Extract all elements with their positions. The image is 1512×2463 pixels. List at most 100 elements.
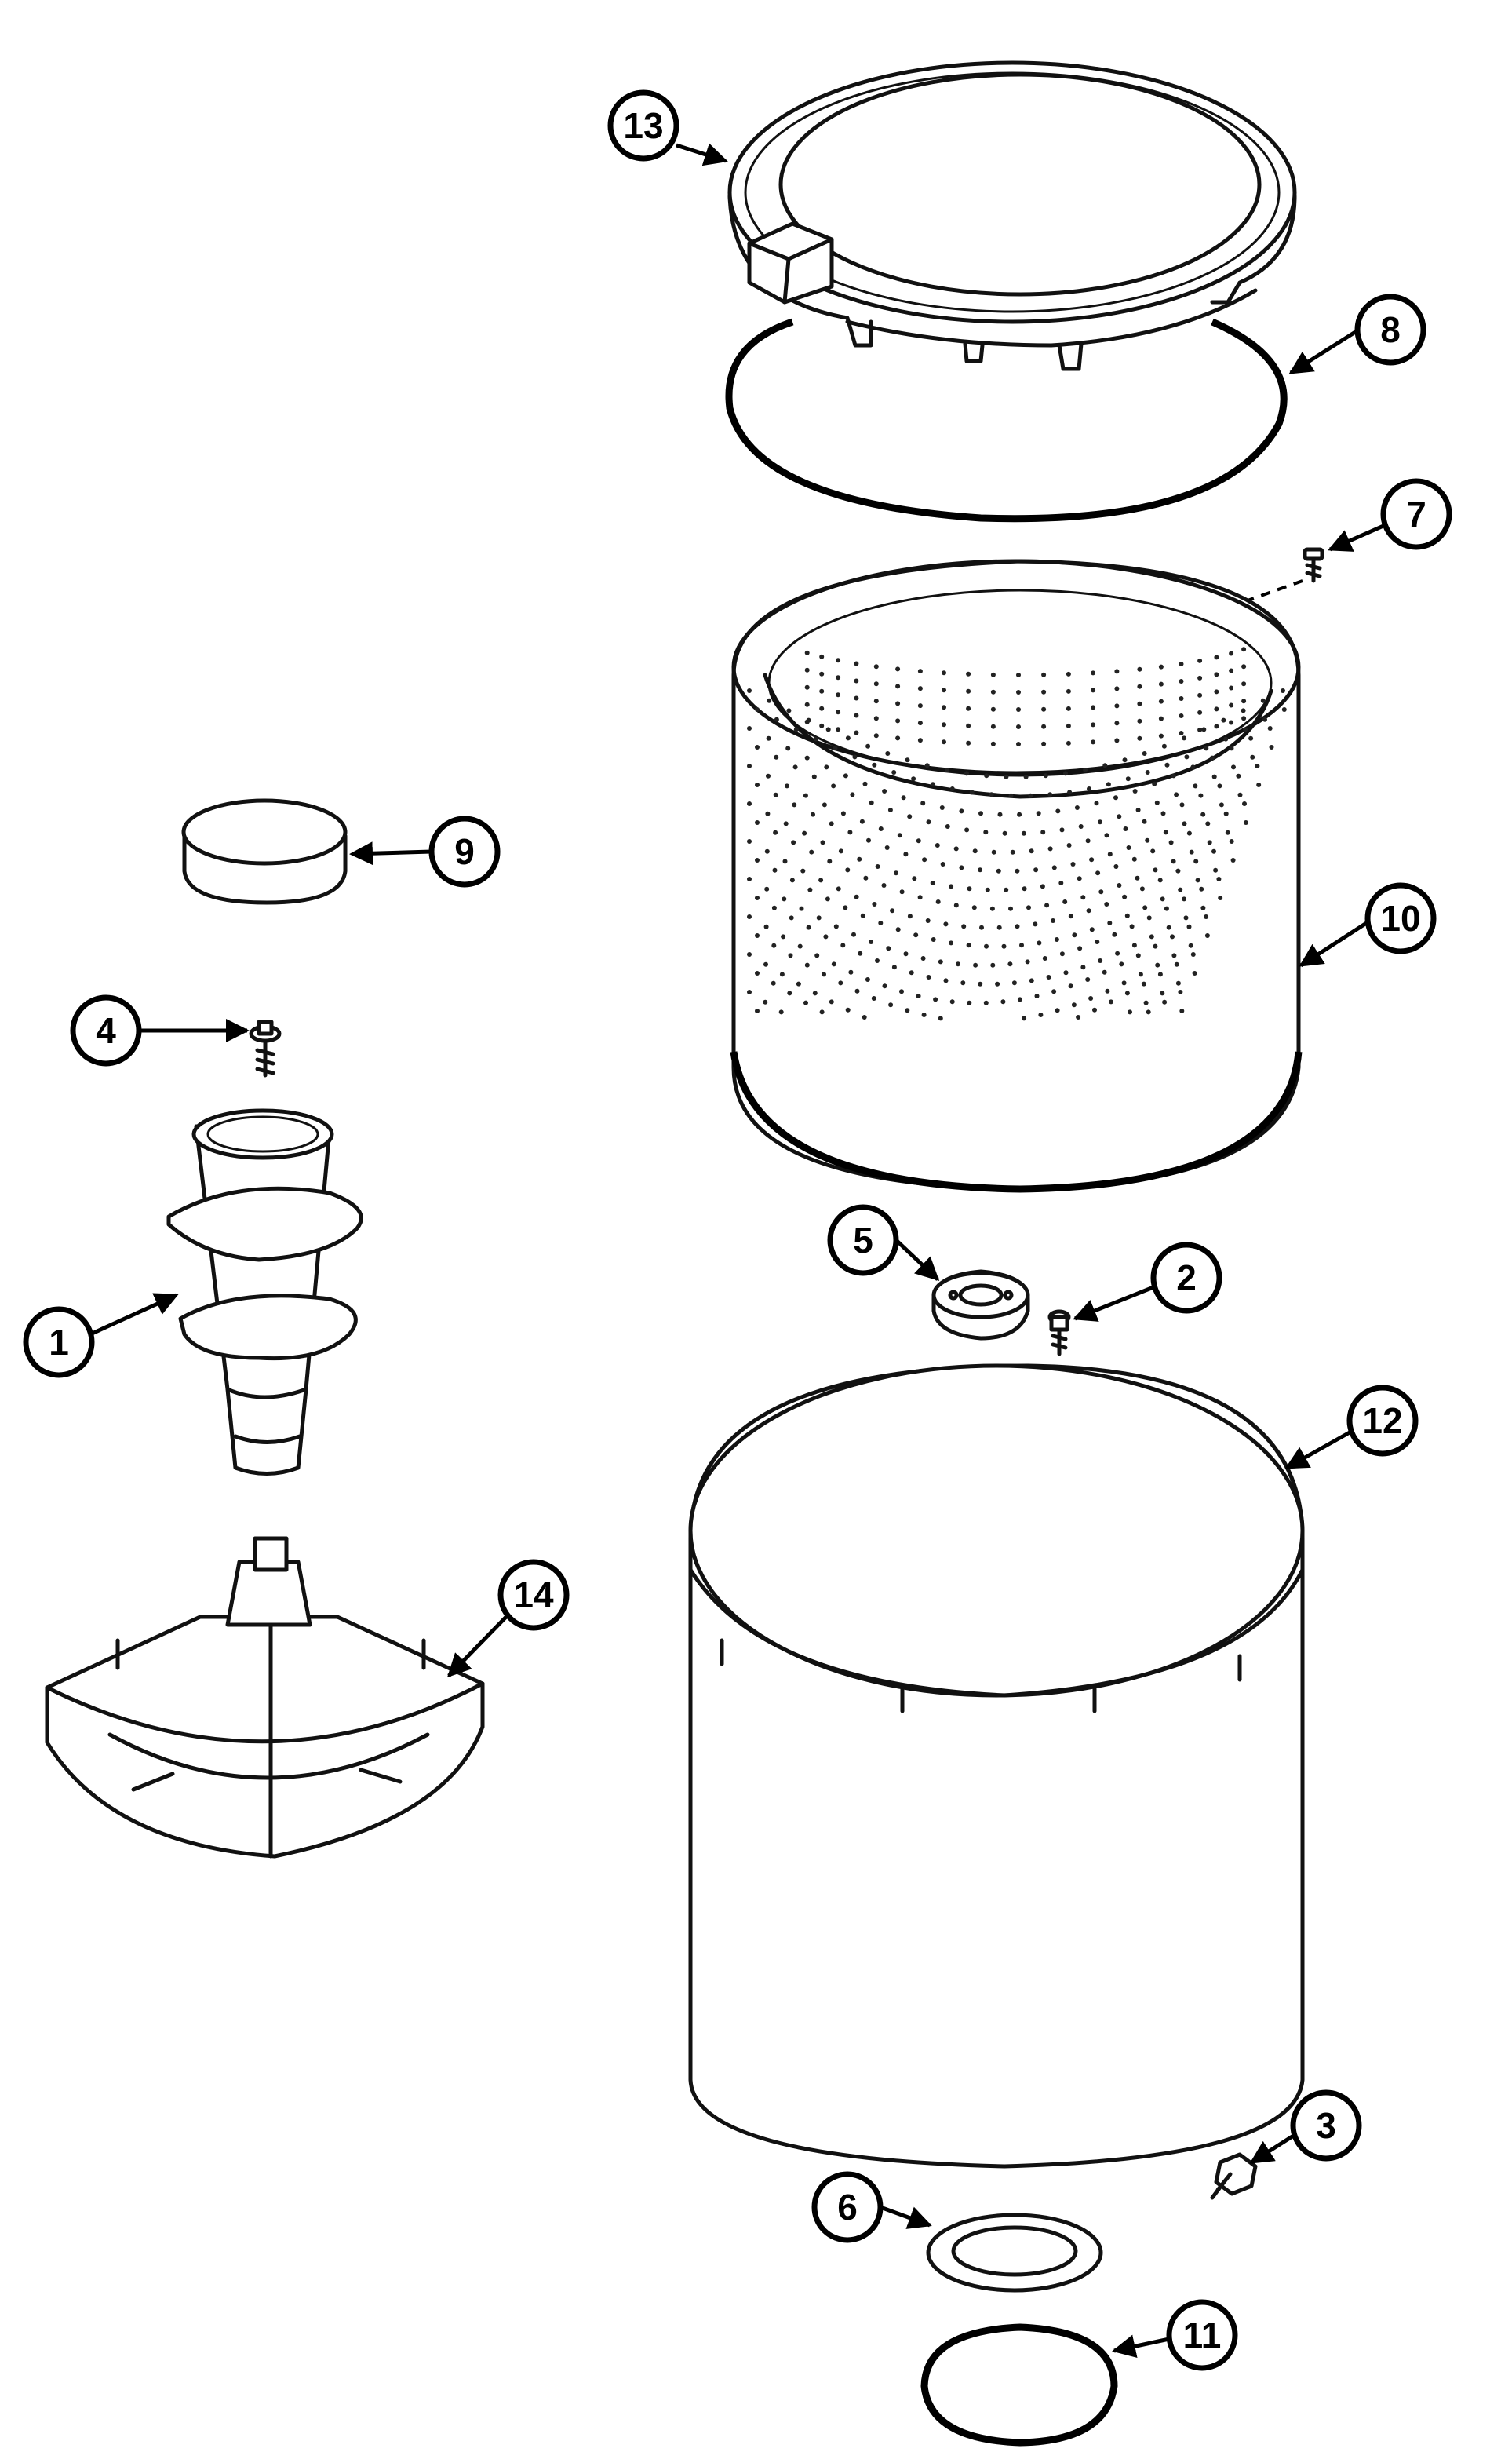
perforation-dot (763, 999, 768, 1005)
perforation-dot (1076, 1015, 1081, 1020)
perforation-dot (1214, 724, 1219, 729)
perforation-dot (966, 706, 971, 711)
perforation-dot (882, 789, 887, 794)
perforation-dot (755, 858, 760, 863)
perforation-dot (1142, 819, 1147, 824)
perforation-dot (1197, 727, 1203, 732)
perforation-dot (854, 730, 859, 735)
callout-13-label: 13 (623, 105, 663, 146)
callout-14-label: 14 (513, 1574, 554, 1615)
perforation-dot (1229, 651, 1234, 656)
perforation-dot (854, 661, 859, 666)
perforation-dot (1205, 821, 1211, 826)
perforation-dot (755, 1009, 760, 1013)
perforation-dot (972, 848, 978, 854)
perforation-dot (1002, 830, 1007, 836)
perforation-dot (785, 783, 789, 789)
perforation-dot (969, 790, 975, 795)
perforation-dot (878, 921, 884, 925)
perforation-dot (1166, 925, 1171, 930)
perforation-dot (917, 686, 923, 691)
part-10-spin-basket (730, 559, 1303, 1193)
part-4-bolt (249, 1020, 282, 1078)
perforation-dot (881, 883, 887, 888)
perforation-dot (1161, 743, 1167, 749)
perforation-dot (1102, 969, 1107, 975)
perforation-dot (1260, 698, 1266, 703)
perforation-dot (1017, 812, 1022, 817)
callout-6-label: 6 (837, 2187, 858, 2228)
perforation-dot (1192, 971, 1197, 976)
perforation-dot (1104, 833, 1109, 838)
perforation-dot (1055, 808, 1061, 814)
perforation-dot (1195, 878, 1200, 883)
perforation-dot (836, 658, 841, 663)
perforation-dot (1241, 664, 1247, 670)
perforation-dot (824, 764, 829, 770)
perforation-dot (1229, 668, 1234, 673)
perforation-dot (943, 978, 949, 983)
perforation-dot (819, 706, 825, 711)
perforation-dot (1190, 764, 1196, 770)
perforation-dot (803, 1000, 808, 1005)
perforation-dot (804, 719, 810, 724)
callout-5-circle (827, 1204, 899, 1276)
perforation-dot (1066, 740, 1071, 746)
perforation-dot (912, 876, 917, 881)
perforation-dot (1117, 883, 1122, 888)
perforation-dot (1040, 884, 1045, 889)
perforation-dot (813, 736, 818, 742)
perforation-dot (949, 940, 954, 946)
perforation-dot (873, 664, 879, 670)
perforation-dot (1174, 961, 1179, 967)
perforation-dot (1117, 814, 1122, 819)
perforation-dot (865, 977, 870, 982)
perforation-dot (1016, 724, 1021, 729)
perforation-dot (903, 951, 909, 957)
perforation-dot (755, 745, 760, 750)
perforation-dot (1135, 808, 1141, 812)
perforation-dot (1033, 867, 1039, 873)
perforation-dot (1153, 867, 1158, 873)
perforation-dot (1186, 830, 1192, 836)
perforation-dot (1017, 997, 1022, 1002)
perforation-dot (811, 774, 817, 779)
perforation-dot (747, 726, 752, 731)
perforation-dot (1142, 905, 1148, 910)
perforation-dot (966, 723, 971, 728)
perforation-dot (875, 864, 880, 869)
perforation-dot (1070, 862, 1076, 867)
perforation-dot (774, 717, 779, 722)
perforation-dot (1157, 878, 1163, 883)
perforation-dot (1137, 666, 1142, 672)
perforation-dot (819, 723, 825, 728)
perforation-dot (852, 754, 858, 760)
perforation-dot (1072, 932, 1077, 938)
perforation-dot (774, 754, 779, 760)
perforation-dot (1085, 977, 1091, 982)
perforation-dot (989, 792, 994, 797)
perforation-dot (789, 878, 795, 883)
perforation-dot (1241, 716, 1247, 721)
perforation-dot (1029, 848, 1034, 854)
perforation-dot (1066, 671, 1071, 677)
perforation-dot (997, 812, 1003, 817)
part-12-outer-tub (688, 1363, 1305, 2169)
perforation-dot (885, 751, 891, 756)
perforation-dot (1218, 896, 1223, 900)
perforation-dot (895, 735, 901, 741)
perforation-dot (1083, 768, 1088, 772)
perforation-dot (990, 741, 996, 746)
perforation-dot (1207, 840, 1212, 845)
perforation-dot (1197, 658, 1203, 663)
perforation-dot (765, 811, 771, 816)
perforation-dot (1157, 972, 1163, 977)
perforation-dot (964, 827, 970, 833)
perforation-dot (917, 721, 923, 726)
part-13-tub-ring (727, 60, 1297, 371)
perforation-dot (895, 927, 901, 932)
perforation-dot (850, 792, 855, 797)
perforation-dot (755, 933, 760, 938)
perforation-dot (773, 830, 778, 835)
perforation-dot (1149, 934, 1154, 940)
